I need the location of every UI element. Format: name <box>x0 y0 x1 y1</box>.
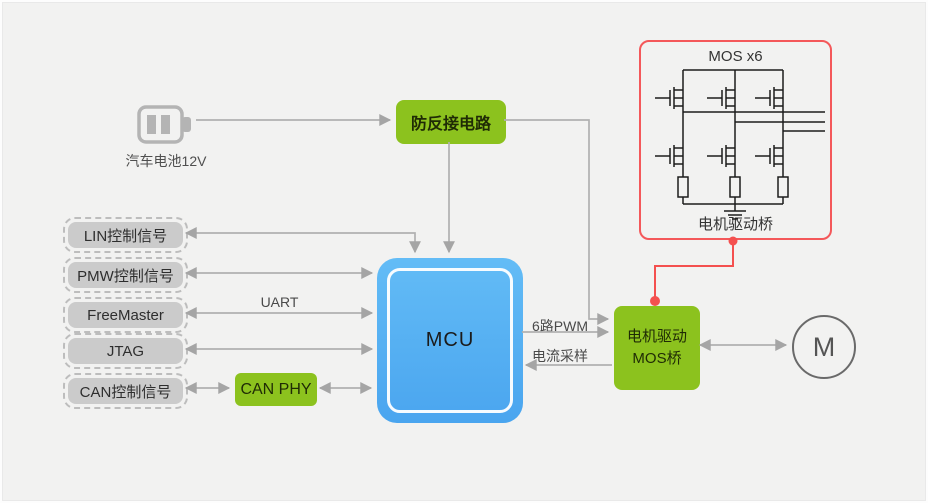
mos-bridge-label-line2: MOS桥 <box>632 350 682 367</box>
red-dot-bottom <box>650 296 660 306</box>
node-can-control-label: CAN控制信号 <box>68 378 183 404</box>
node-jtag-label: JTAG <box>68 338 183 364</box>
mos-x6-title: MOS x6 <box>708 48 763 65</box>
motor-label: M <box>812 331 836 362</box>
wire-lin-to-mcu <box>184 227 421 254</box>
battery-icon <box>137 105 191 144</box>
node-freemaster: FreeMaster <box>63 297 188 333</box>
mos-x6-module: MOS x6 电机驱动桥 <box>639 40 832 240</box>
motor-drive-mos-bridge-block: 电机驱动 MOS桥 <box>614 306 700 390</box>
mosfet-top-row <box>655 84 784 112</box>
node-freemaster-label: FreeMaster <box>68 302 183 328</box>
node-pmw-control-label: PMW控制信号 <box>68 262 183 288</box>
mosfet-bottom-row <box>655 142 784 170</box>
uart-wire-label: UART <box>260 294 299 310</box>
node-jtag: JTAG <box>63 333 188 369</box>
node-lin-control: LIN控制信号 <box>63 217 188 253</box>
can-phy-block: CAN PHY <box>235 373 317 406</box>
mos-module-caption: 电机驱动桥 <box>697 216 773 233</box>
node-lin-control-label: LIN控制信号 <box>68 222 183 248</box>
battery-label: 汽车电池12V <box>125 153 207 169</box>
motor-circle: M <box>792 315 856 379</box>
current-sense-wire-label: 电流采样 <box>532 348 588 364</box>
sense-resistors <box>677 176 789 198</box>
mos-bridge-label-line1: 电机驱动 <box>626 327 687 345</box>
red-link-line <box>650 236 738 306</box>
ground-symbol <box>724 204 746 220</box>
mcu-block: MCU <box>377 258 523 423</box>
mos-bridge-circuit <box>655 69 825 220</box>
mcu-label: MCU <box>425 329 475 351</box>
pwm-wire-label: 6路PWM <box>532 318 588 334</box>
node-can-control: CAN控制信号 <box>63 373 188 409</box>
node-pmw-control: PMW控制信号 <box>63 257 188 293</box>
anti-reverse-circuit-block: 防反接电路 <box>396 100 506 144</box>
